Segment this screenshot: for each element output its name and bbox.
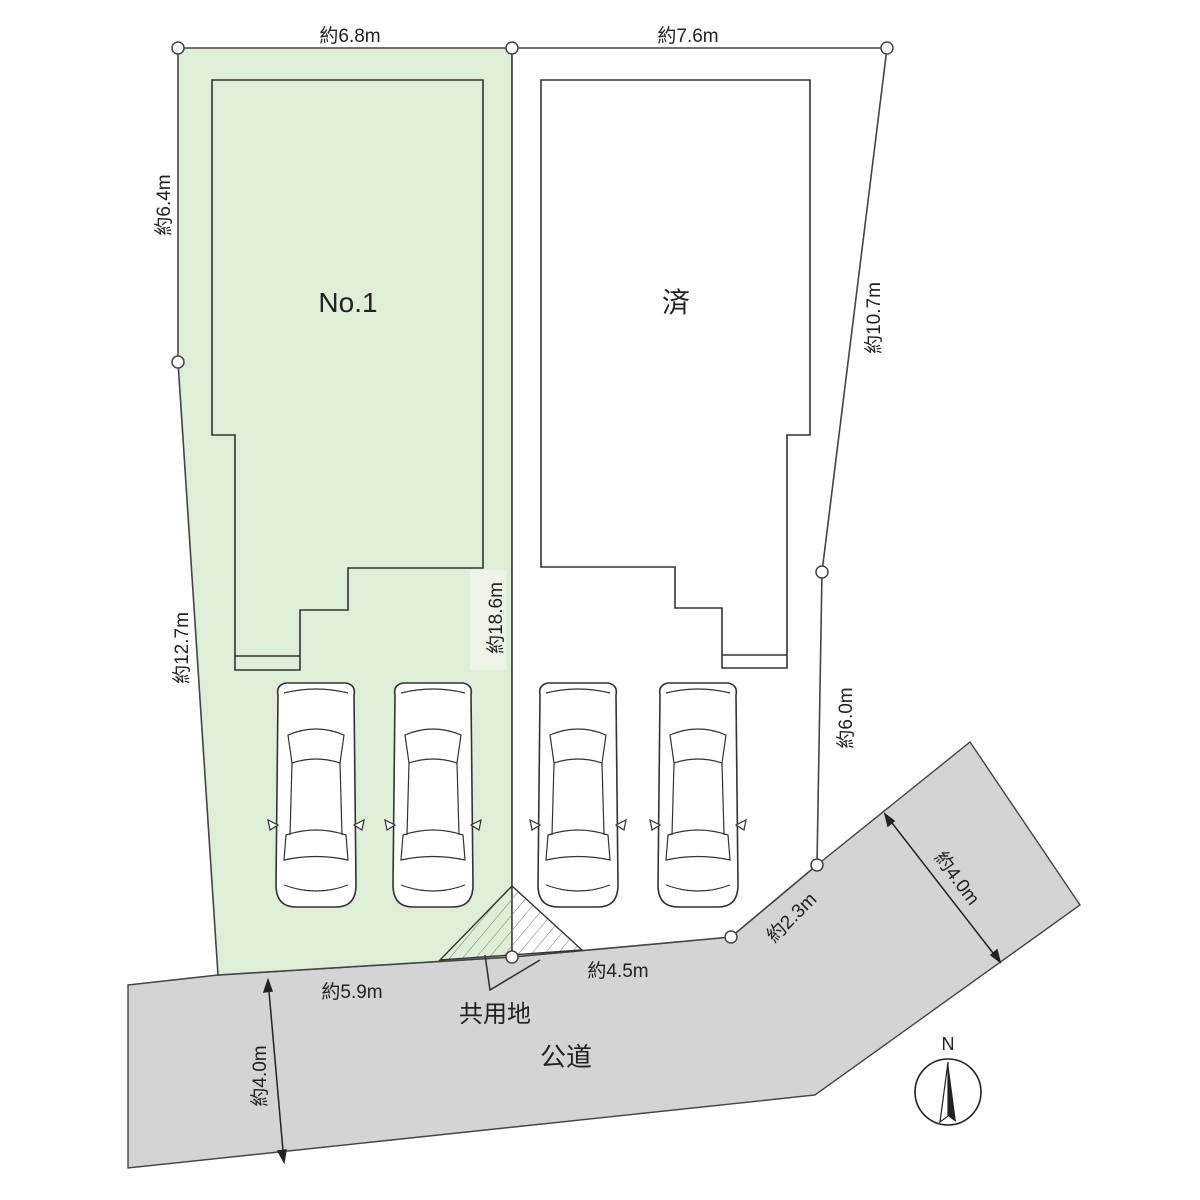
parking-car-3 [529, 682, 627, 908]
dim-left-lower: 約12.7m [171, 612, 193, 684]
boundary-points [171, 41, 894, 964]
road-width-arrow-left [262, 977, 287, 1165]
dim-front-right: 約4.5m [587, 960, 648, 982]
building-sold [540, 79, 811, 669]
compass-label: N [942, 1034, 955, 1054]
north-compass-icon [914, 1058, 982, 1126]
dim-right-upper: 約10.7m [863, 282, 885, 354]
lot1-label: No.1 [318, 287, 377, 318]
shared-land-label: 共用地 [459, 1001, 531, 1028]
dim-front-left: 約5.9m [321, 981, 382, 1003]
dim-top-right: 約7.6m [657, 25, 718, 47]
road-label: 公道 [540, 1042, 592, 1072]
dim-left-upper: 約6.4m [153, 174, 175, 235]
parking-car-4 [649, 682, 747, 908]
parking-car-1 [267, 682, 365, 908]
dim-right-lower: 約6.0m [835, 687, 857, 748]
dim-middle: 約18.6m [485, 582, 507, 654]
dim-road-width-left: 約4.0m [249, 1045, 271, 1106]
dim-top-left: 約6.8m [319, 25, 380, 47]
parking-car-2 [384, 682, 482, 908]
road-width-arrow-right [883, 812, 1002, 964]
lot2-label: 済 [662, 287, 690, 318]
shared-land-leader [484, 954, 541, 992]
building-no1 [211, 79, 484, 671]
